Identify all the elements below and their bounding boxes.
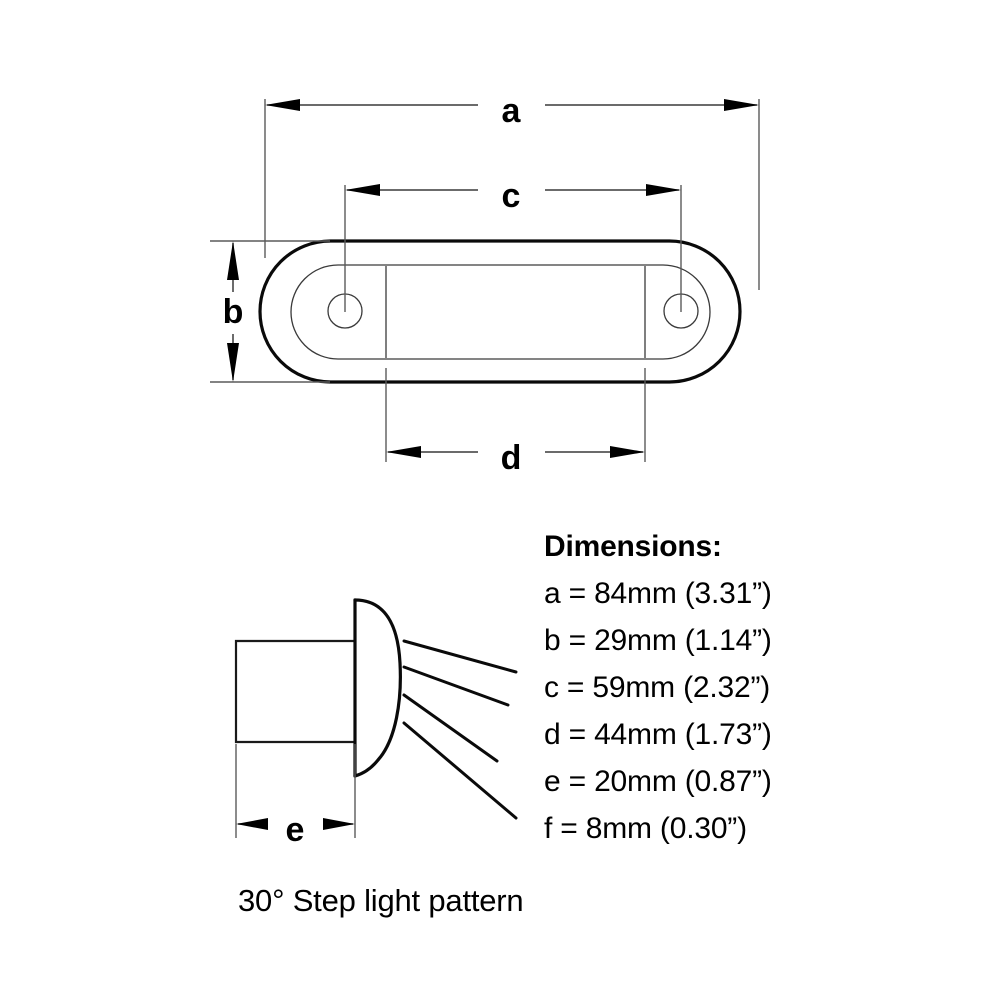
dim-d-label: d: [501, 439, 522, 477]
spec-row-b: b = 29mm (1.14”): [544, 624, 772, 657]
spec-row-a: a = 84mm (3.31”): [544, 577, 772, 610]
housing-outer-outline: [258, 239, 742, 384]
spec-row-c: c = 59mm (2.32”): [544, 671, 771, 704]
dim-e-arrow-right: [323, 818, 355, 830]
dim-e-label: e: [286, 811, 305, 849]
side-view-group: [234, 598, 518, 820]
dim-a-arrow-right: [724, 99, 759, 111]
dimensions-heading: Dimensions:: [544, 530, 722, 563]
dim-c-arrow-right: [646, 184, 681, 196]
dimension-b-group: b: [210, 240, 330, 383]
light-ray-2: [402, 665, 510, 707]
pattern-caption: 30° Step light pattern: [238, 883, 524, 918]
spec-row-f: f = 8mm (0.30”): [544, 812, 747, 845]
dim-a-arrow-left: [265, 99, 300, 111]
light-ray-3: [402, 693, 499, 763]
dim-b-label: b: [223, 293, 244, 331]
side-view-bezel-outline: [353, 598, 402, 778]
dim-d-arrow-left: [386, 446, 421, 458]
dim-a-label: a: [502, 92, 522, 130]
dimension-d-group: d: [385, 368, 646, 477]
dim-c-arrow-left: [345, 184, 380, 196]
side-view-body-outline: [234, 639, 355, 744]
dim-e-arrow-left: [236, 818, 268, 830]
spec-row-e: e = 20mm (0.87”): [544, 765, 772, 798]
spec-row-d: d = 44mm (1.73”): [544, 718, 772, 751]
dim-b-arrow-top: [227, 241, 239, 280]
dimension-e-group: e: [235, 744, 356, 849]
light-ray-1: [402, 639, 518, 674]
dimension-a-group: a: [264, 92, 760, 290]
dim-c-label: c: [502, 177, 521, 215]
top-view-group: [258, 239, 742, 384]
light-ray-4: [402, 721, 518, 820]
housing-inner-bezel-outline: [290, 264, 711, 360]
dim-d-arrow-right: [610, 446, 645, 458]
dim-b-arrow-bottom: [227, 343, 239, 382]
dimension-c-group: c: [344, 177, 682, 312]
